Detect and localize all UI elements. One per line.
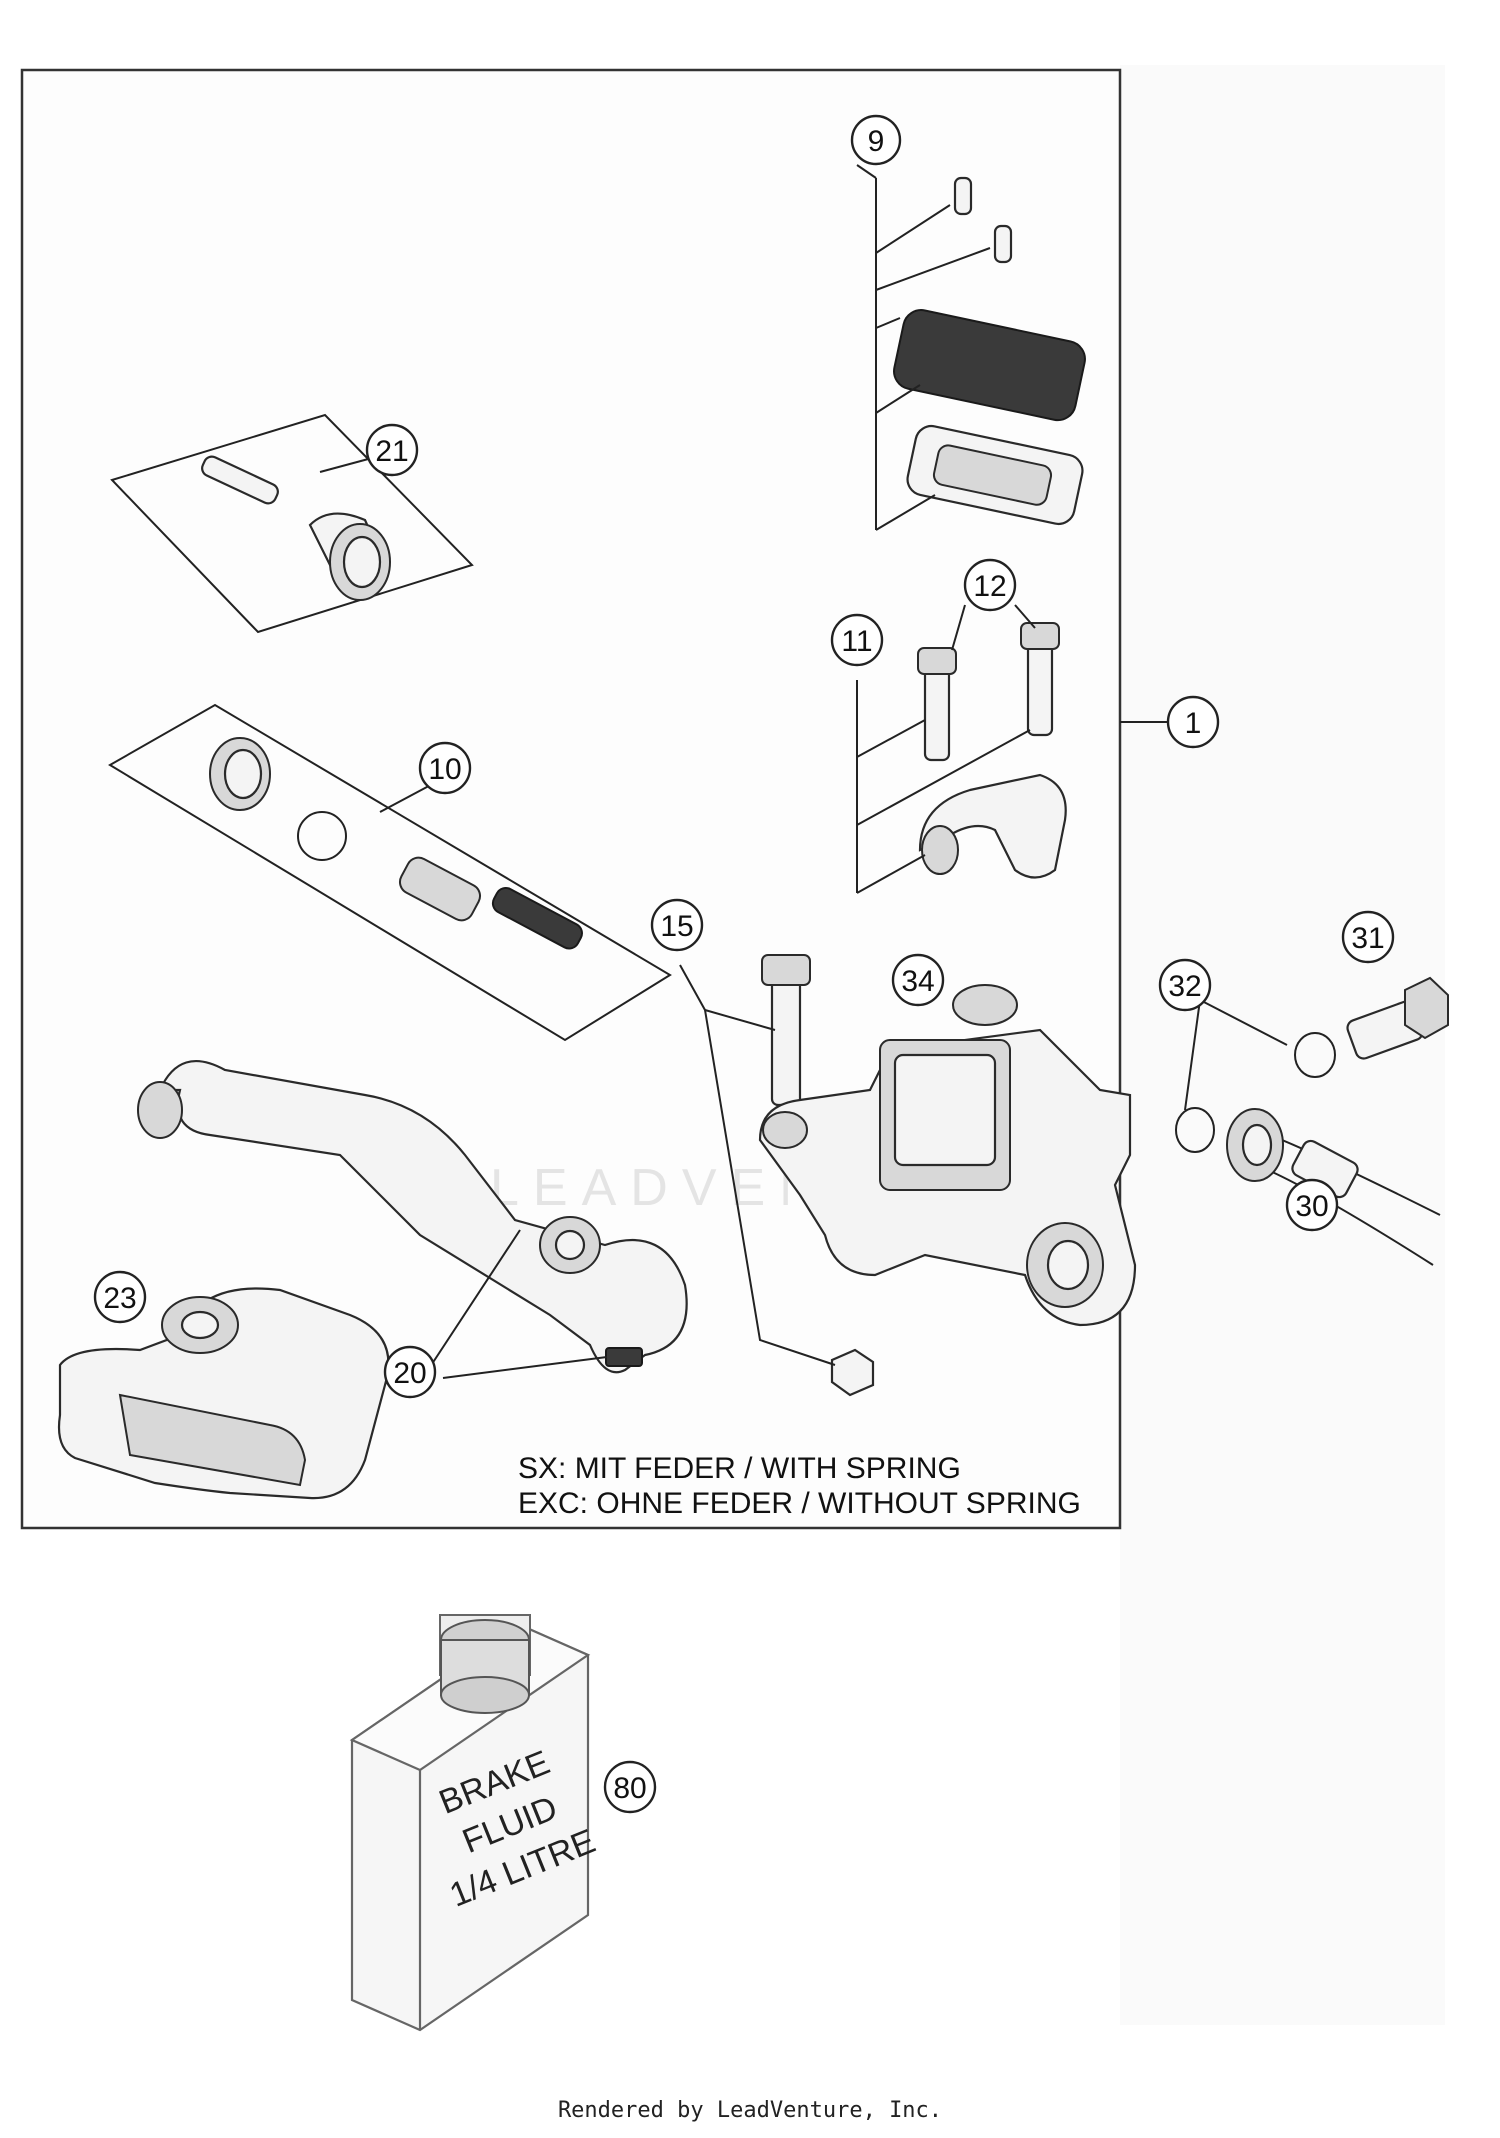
part-11-clamp [918,773,1067,879]
callout-11[interactable]: 11 [830,613,884,667]
svg-text:1: 1 [1185,707,1202,740]
svg-text:21: 21 [375,435,408,468]
callout-15[interactable]: 15 [650,898,704,952]
part-21-kit [110,413,474,634]
callout-10[interactable]: 10 [418,741,472,795]
svg-text:20: 20 [393,1357,426,1390]
callout-20[interactable]: 20 [383,1345,437,1399]
note-line-2: EXC: OHNE FEDER / WITHOUT SPRING [518,1487,1081,1520]
part-30-hose [1226,1108,1441,1266]
callout-1[interactable]: 1 [1166,695,1220,749]
callout-9[interactable]: 9 [850,114,902,166]
svg-text:30: 30 [1295,1190,1328,1223]
callout-80[interactable]: 80 [603,1760,657,1814]
callout-34[interactable]: 34 [891,953,945,1007]
part-15-bolt [761,954,811,1107]
note-line-1: SX: MIT FEDER / WITH SPRING [518,1452,961,1485]
part-9-cover [893,176,1086,526]
svg-text:9: 9 [868,125,885,158]
callout-12[interactable]: 12 [963,558,1017,612]
footer-credit: Rendered by LeadVenture, Inc. [557,2098,943,2123]
part-10-kit [108,703,672,1042]
svg-text:11: 11 [841,625,872,658]
svg-text:80: 80 [613,1772,646,1805]
part-32-washers [1175,1032,1336,1153]
svg-text:32: 32 [1168,970,1201,1003]
svg-text:12: 12 [973,570,1006,603]
callout-31[interactable]: 31 [1341,910,1395,964]
callout-21[interactable]: 21 [365,423,419,477]
part-20-spring [605,1347,643,1367]
callout-32[interactable]: 32 [1158,958,1212,1012]
svg-text:10: 10 [428,753,461,786]
part-15-nut [830,1348,875,1397]
callout-30[interactable]: 30 [1285,1178,1339,1232]
part-34-cap [952,984,1018,1026]
master-cylinder-body [758,1028,1137,1327]
svg-text:31: 31 [1351,922,1384,955]
svg-text:23: 23 [103,1282,136,1315]
svg-text:34: 34 [901,965,934,998]
brake-lever [137,1060,688,1374]
svg-text:15: 15 [660,910,693,943]
callout-23[interactable]: 23 [93,1270,147,1324]
part-31-banjo-bolt [1346,976,1449,1060]
part-23-guard [57,1287,390,1500]
part-12-bolts [917,622,1060,762]
part-80-brake-fluid-bottle [349,1614,591,2032]
